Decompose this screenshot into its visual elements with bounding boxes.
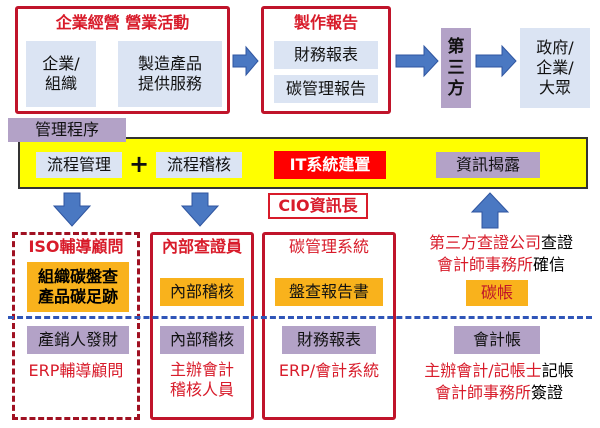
inventory-report-box: 盤查報告書 [275, 278, 383, 306]
audience-line-2: 企業/ [536, 58, 574, 77]
organization-box: 企業/ 組織 [26, 41, 96, 107]
carbon-inventory-box: 組織碳盤查 產品碳足跡 [27, 262, 129, 312]
verification-text: 第三方查證公司查證 會計師事務所確信 [405, 232, 597, 276]
third-party-char-1: 第 [447, 36, 465, 57]
carbon-system-title: 碳管理系統 [288, 237, 369, 256]
bookkeeper: 主辦會計/記帳士 [424, 361, 542, 380]
financial-report-box: 財務報表 [274, 41, 378, 69]
arrow-right-3 [475, 44, 517, 78]
erp-consultant-text: ERP輔導顧問 [28, 361, 124, 380]
verification-line-2: 會計師事務所確信 [405, 254, 597, 276]
plus-sign: + [128, 150, 150, 178]
organization-line-2: 組織 [44, 74, 77, 93]
auditor-line: 稽核人員 [169, 380, 234, 399]
process-management-box: 流程管理 [36, 152, 122, 178]
disclosure-box: 資訊揭露 [436, 152, 540, 178]
assurance-action: 確信 [533, 255, 566, 274]
cpa-firm-attest: 會計師事務所 [434, 383, 531, 402]
verification-line-1: 第三方查證公司查證 [405, 232, 597, 254]
chief-accountant-line: 主辦會計 [169, 360, 234, 379]
audience-line-3: 大眾 [538, 78, 571, 97]
erp-modules-box: 產銷人發財 [27, 326, 129, 354]
bookkeeping-action: 記帳 [541, 361, 574, 380]
arrow-down-1 [52, 192, 92, 227]
iso-consultant-title: ISO輔導顧問 [28, 237, 124, 256]
process-audit-box: 流程稽核 [156, 152, 242, 178]
bookkeeping-line-2: 會計師事務所簽證 [400, 382, 598, 404]
report-title: 製作報告 [293, 13, 358, 32]
financial-statement-box: 財務報表 [282, 326, 376, 354]
audience-box: 政府/ 企業/ 大眾 [520, 28, 590, 108]
carbon-inventory-line: 組織碳盤查 [37, 267, 118, 286]
divider-dashed-line [8, 316, 592, 319]
audience-line-1: 政府/ [536, 38, 574, 57]
erp-accounting-system-text: ERP/會計系統 [278, 361, 380, 380]
arrow-up-1 [470, 192, 510, 229]
third-party-verifier: 第三方查證公司 [428, 233, 541, 252]
business-activity-frame: 企業經營 營業活動 企業/ 組織 製造產品 提供服務 [15, 6, 230, 114]
cpa-firm: 會計師事務所 [436, 255, 533, 274]
internal-auditor-frame [150, 232, 254, 420]
carbon-ledger-box: 碳帳 [466, 280, 528, 306]
accounting-auditor-text: 主辦會計 稽核人員 [152, 358, 252, 402]
services-line: 提供服務 [137, 74, 202, 93]
management-label: 管理程序 [8, 118, 126, 142]
report-frame: 製作報告 財務報表 碳管理報告 [261, 6, 391, 114]
arrow-down-2 [180, 192, 220, 227]
third-party-box: 第 三 方 [441, 28, 471, 108]
bookkeeping-line-1: 主辦會計/記帳士記帳 [400, 360, 598, 382]
internal-audit-box: 內部稽核 [160, 278, 244, 306]
products-services-box: 製造產品 提供服務 [118, 41, 222, 107]
iso-consultant-frame [12, 232, 140, 420]
verification-action: 查證 [541, 233, 574, 252]
cio-label: CIO資訊長 [268, 193, 368, 219]
attestation-action: 簽證 [531, 383, 564, 402]
third-party-char-2: 三 [447, 57, 465, 78]
third-party-char-3: 方 [447, 78, 465, 99]
business-activity-title: 企業經營 營業活動 [55, 13, 190, 32]
it-system-box: IT系統建置 [274, 151, 386, 179]
accounting-ledger-box: 會計帳 [454, 326, 540, 354]
organization-line-1: 企業/ [42, 54, 80, 73]
bookkeeping-text: 主辦會計/記帳士記帳 會計師事務所簽證 [400, 360, 598, 404]
arrow-right-1 [232, 45, 259, 77]
products-line: 製造產品 [137, 54, 202, 73]
internal-auditor-title: 內部查證員 [161, 237, 242, 256]
arrow-right-2 [395, 44, 439, 78]
internal-audit-lower-box: 內部稽核 [160, 326, 244, 354]
carbon-system-frame [262, 232, 396, 420]
carbon-footprint-line: 產品碳足跡 [37, 287, 118, 306]
carbon-report-box: 碳管理報告 [274, 75, 378, 103]
